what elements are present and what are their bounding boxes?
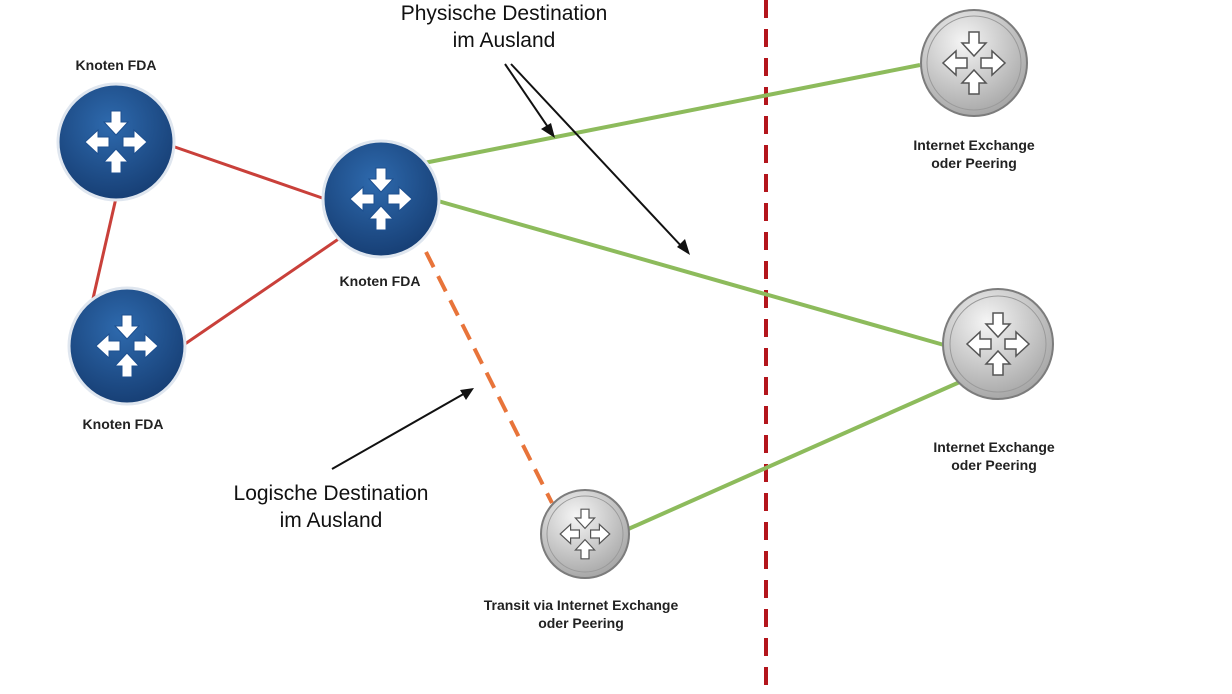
router-internet-exchange-top (920, 9, 1028, 117)
annotation-logical-line1: Logische Destination (233, 482, 429, 505)
label-ix-top-line2: oder Peering (931, 154, 1017, 171)
annotation-physical-line1: Physische Destination (400, 2, 608, 25)
router-fda-center (321, 139, 441, 259)
link-center-to-transit-logical (424, 251, 554, 504)
arrowhead-logical (460, 388, 474, 400)
link-fda-bottom-to-center (181, 236, 341, 348)
label-node-center: Knoten FDA (314, 273, 446, 291)
annotation-physical-destination: Physische Destination im Ausland (364, 0, 644, 55)
link-fda-top-to-center (171, 144, 329, 202)
arrow-physical-to-upper-link (504, 63, 553, 134)
label-node-top-left-text: Knoten FDA (75, 57, 157, 73)
label-ix-top-line1: Internet Exchange (913, 137, 1035, 153)
label-node-bottom-left-text: Knoten FDA (82, 416, 164, 432)
router-fda-bottom-left (67, 286, 187, 406)
label-transit-line2: oder Peering (538, 614, 624, 631)
link-center-to-ix-top (423, 63, 921, 165)
arrowhead-physical-lower (677, 239, 690, 255)
label-ix-right-line2: oder Peering (951, 456, 1037, 473)
router-fda-top-left (56, 82, 176, 202)
label-ix-right: Internet Exchange oder Peering (904, 439, 1084, 474)
arrowhead-physical-upper (541, 123, 555, 138)
label-ix-right-line1: Internet Exchange (933, 439, 1055, 455)
annotation-physical-line2: im Ausland (452, 29, 556, 53)
label-node-center-text: Knoten FDA (339, 273, 421, 289)
annotation-logical-line2: im Ausland (279, 509, 383, 533)
annotation-logical-destination: Logische Destination im Ausland (196, 480, 466, 535)
label-ix-top: Internet Exchange oder Peering (884, 137, 1064, 172)
label-transit: Transit via Internet Exchange oder Peeri… (451, 597, 711, 632)
annotation-arrows (331, 63, 690, 470)
link-transit-to-ix-right (625, 379, 963, 532)
arrow-logical-to-dashed-link (331, 391, 468, 470)
link-fda-top-to-bottom (90, 197, 118, 304)
link-center-to-ix-right (437, 199, 945, 347)
router-internet-exchange-right (942, 288, 1054, 400)
label-node-bottom-left: Knoten FDA (57, 416, 189, 434)
arrow-physical-to-lower-link (510, 63, 685, 250)
label-node-top-left: Knoten FDA (50, 57, 182, 75)
label-transit-line1: Transit via Internet Exchange (483, 597, 679, 613)
router-transit-exchange (540, 489, 630, 579)
